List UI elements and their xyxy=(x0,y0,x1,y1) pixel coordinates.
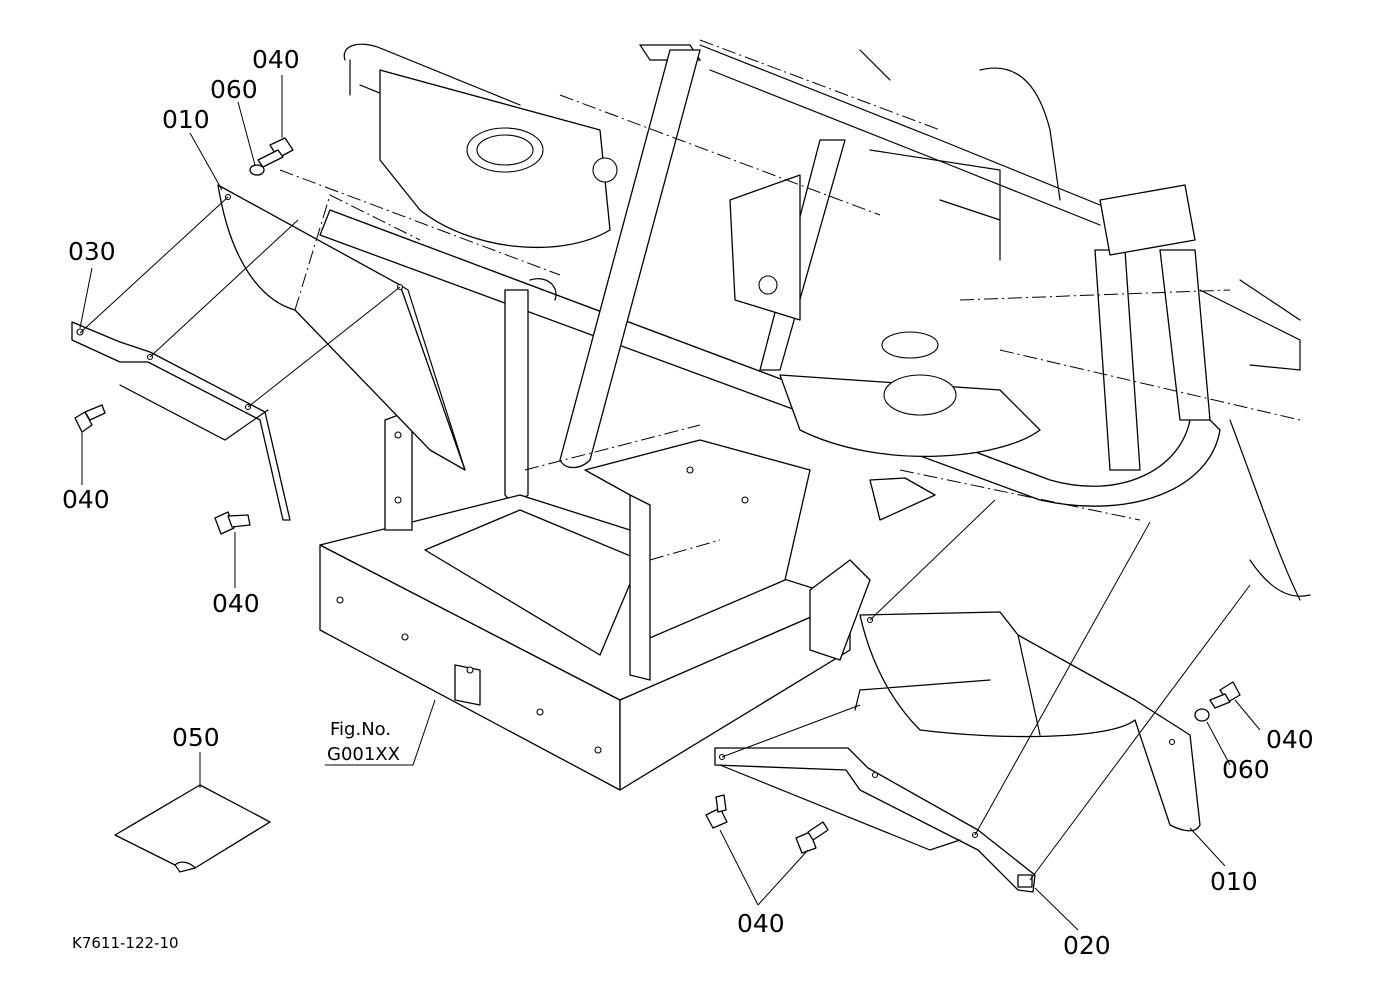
bolt-040-bottom-b xyxy=(795,821,829,854)
callout-040-bottom: 040 xyxy=(737,909,785,938)
callout-050: 050 xyxy=(172,723,220,752)
figure-ref-label: Fig.No. xyxy=(330,719,391,740)
right-bracket-020 xyxy=(714,679,1036,893)
right-side-cover-010 xyxy=(859,611,1201,832)
bolt-040-mid xyxy=(214,511,251,535)
bolt-040-left xyxy=(74,404,106,433)
callout-010-left: 010 xyxy=(162,105,210,134)
left-side-cover-010 xyxy=(217,184,466,471)
callout-020: 020 xyxy=(1063,931,1111,960)
figure-ref-number: G001XX xyxy=(327,744,400,765)
drawing-code: K7611-122-10 xyxy=(72,934,179,952)
callout-040-top: 040 xyxy=(252,45,300,74)
vehicle-frame xyxy=(279,39,1311,601)
callout-060-right: 060 xyxy=(1222,755,1270,784)
bolt-040-bottom-a xyxy=(705,794,728,829)
callout-040-left: 040 xyxy=(62,485,110,514)
floor-frame xyxy=(319,409,1141,791)
callout-040-right: 040 xyxy=(1266,725,1314,754)
callout-040-mid: 040 xyxy=(212,589,260,618)
washer-060-right xyxy=(1194,708,1210,722)
callout-030: 030 xyxy=(68,237,116,266)
bolts xyxy=(74,137,1241,854)
decal-050 xyxy=(114,784,271,873)
left-bracket-030 xyxy=(71,321,291,521)
callouts: 040 060 010 030 040 040 050 040 060 010 … xyxy=(62,45,1314,960)
callout-010-right: 010 xyxy=(1210,867,1258,896)
leader-lines xyxy=(79,75,1261,931)
bolt-040-top xyxy=(257,137,294,168)
bolt-040-right xyxy=(1209,681,1241,709)
washer-060-top xyxy=(249,164,265,176)
figure-reference: Fig.No. G001XX xyxy=(327,719,400,765)
callout-060-top: 060 xyxy=(210,75,258,104)
